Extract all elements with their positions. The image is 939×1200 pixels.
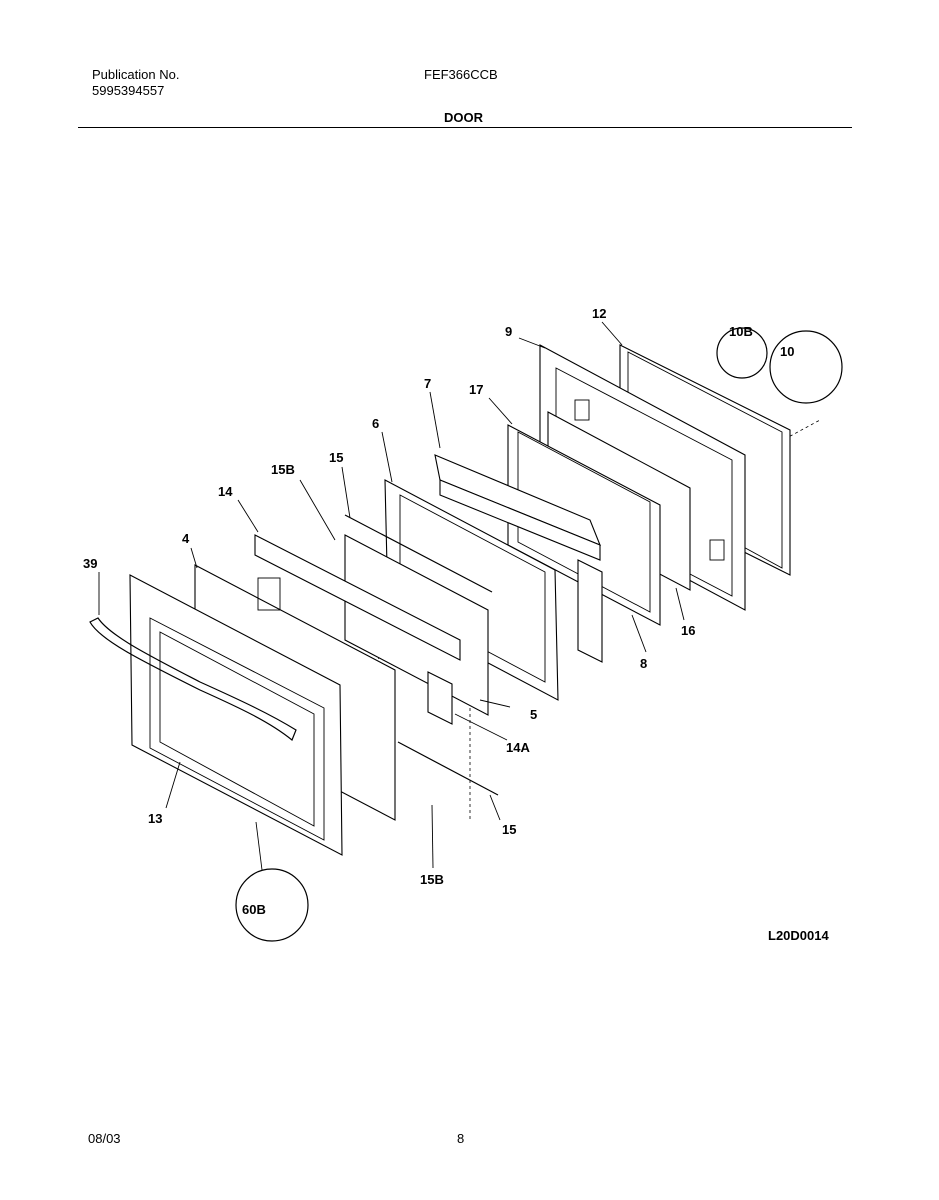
callout-60b: 60B: [242, 902, 266, 917]
part-14a-label: [427, 671, 453, 725]
publication-number: 5995394557: [92, 83, 165, 98]
callout-7: 7: [424, 376, 431, 391]
callout-15-upper: 15: [329, 450, 343, 465]
callout-4: 4: [182, 531, 190, 546]
callout-16: 16: [681, 623, 695, 638]
callout-15b-lower: 15B: [420, 872, 444, 887]
callout-15-lower: 15: [502, 822, 516, 837]
callout-14a: 14A: [506, 740, 530, 755]
part-39-handle: [89, 617, 297, 741]
part-13-outer-door: [129, 574, 343, 856]
callout-60b-bubble: [235, 868, 309, 942]
callout-8: 8: [640, 656, 647, 671]
callout-10-bubble: [769, 330, 843, 404]
callout-39: 39: [83, 556, 97, 571]
part-4-cutout: [257, 577, 281, 611]
publication-label: Publication No.: [92, 67, 180, 82]
callout-12: 12: [592, 306, 606, 321]
callout-10: 10: [780, 344, 794, 359]
footer-page-number: 8: [457, 1131, 465, 1146]
footer-date: 08/03: [88, 1131, 121, 1146]
model-number: FEF366CCB: [424, 67, 498, 82]
callout-13: 13: [148, 811, 162, 826]
callout-14: 14: [218, 484, 233, 499]
part-15-lower-bracket: [397, 741, 499, 796]
callout-6: 6: [372, 416, 379, 431]
callout-17: 17: [469, 382, 483, 397]
part-7-insulation: [434, 454, 601, 561]
callout-10b: 10B: [729, 324, 753, 339]
section-title: DOOR: [444, 110, 483, 125]
header-divider: [78, 127, 852, 128]
diagram-code: L20D0014: [768, 928, 829, 943]
part-8-insulation-block: [577, 559, 603, 663]
callout-5: 5: [530, 707, 537, 722]
part-15-upper-bracket: [344, 514, 493, 593]
part-14-trim-strip: [254, 534, 461, 661]
callout-9: 9: [505, 324, 512, 339]
callout-10b-bubble: [716, 327, 768, 379]
callout-15b-upper: 15B: [271, 462, 295, 477]
